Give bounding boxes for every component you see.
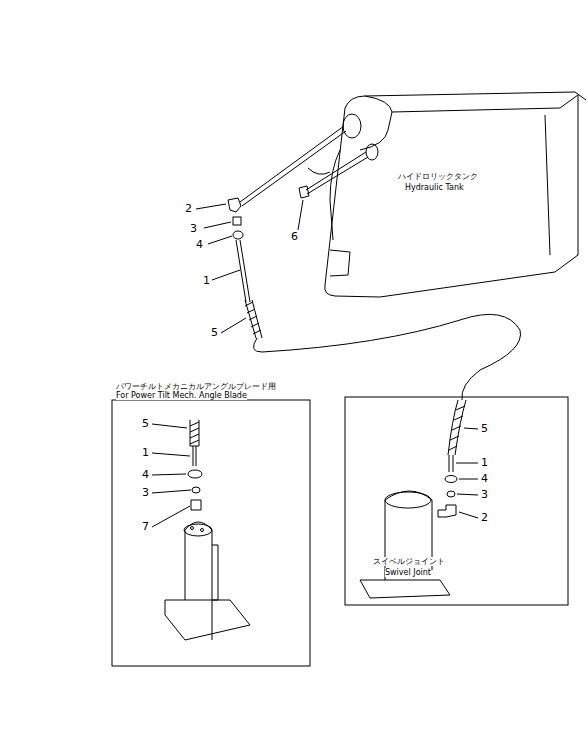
tank-pipe — [308, 168, 330, 174]
tank-bottom — [380, 95, 578, 297]
port — [201, 529, 204, 532]
swivel-body — [185, 522, 212, 640]
callout-number: 5 — [211, 327, 218, 338]
inset-heading: Swivel Joint — [385, 568, 431, 577]
swivel-base — [165, 545, 250, 640]
hose-wrap — [449, 406, 465, 450]
tank-bracket — [330, 250, 350, 276]
leader-lines — [456, 428, 478, 518]
pipe — [306, 152, 366, 190]
adapter-7 — [191, 500, 201, 510]
inset-heading: パワーチルトメカニカルアングルブレード用 — [116, 382, 276, 391]
tank-ridge — [360, 112, 392, 150]
callout-number: 3 — [190, 223, 197, 234]
pipe — [242, 131, 346, 206]
swivel-body — [385, 491, 432, 580]
callout-number: 2 — [185, 203, 192, 214]
callout-number: 5 — [481, 423, 488, 434]
callout-number: 7 — [142, 521, 149, 532]
callout-number: 4 — [196, 239, 203, 250]
nut-4 — [233, 231, 243, 239]
tank-side — [545, 115, 550, 255]
leader-lines — [196, 200, 303, 333]
tank-top-face — [365, 95, 578, 112]
swivel-top — [184, 524, 212, 536]
part-name: Hydraulic Tank — [405, 184, 464, 192]
callout-number: 3 — [142, 487, 149, 498]
port — [191, 527, 194, 530]
callout-number: 1 — [203, 275, 210, 286]
callout-number: 4 — [481, 473, 488, 484]
inset-border — [345, 397, 568, 605]
elbow-2 — [228, 198, 241, 212]
callout-number: 4 — [142, 469, 149, 480]
callout-number: 1 — [481, 457, 488, 468]
inset-panel: パワーチルトメカニカルアングルブレード用For Power Tilt Mech.… — [112, 380, 312, 400]
callout-number: 5 — [142, 418, 149, 429]
tank-edge — [330, 150, 340, 240]
pipe — [307, 157, 368, 194]
pipe — [240, 126, 344, 202]
ring-3 — [447, 491, 455, 497]
pipe-1 — [193, 446, 196, 466]
hose-5 — [448, 400, 466, 455]
swivel-base — [360, 580, 450, 598]
callout-number: 6 — [291, 231, 298, 242]
tank-left — [325, 108, 380, 297]
part-name: ハイドロリックタンク — [398, 173, 478, 181]
callout-number: 3 — [481, 489, 488, 500]
hose-5 — [245, 300, 262, 338]
fitting-6 — [299, 186, 309, 198]
tank-port — [343, 114, 361, 138]
hose-wrap — [190, 422, 199, 444]
nut-4 — [445, 476, 457, 483]
fitting-3 — [233, 217, 241, 225]
elbow-2 — [438, 505, 456, 517]
hose-5 — [190, 420, 199, 446]
leader-lines — [152, 424, 191, 527]
callout-number: 1 — [142, 447, 149, 458]
callout-number: 2 — [481, 512, 488, 523]
inset-heading: スイベルジョイント — [373, 557, 445, 566]
pipe-1 — [449, 455, 453, 472]
ring-3 — [192, 487, 200, 493]
inset-heading: For Power Tilt Mech. Angle Blade — [116, 391, 247, 400]
inset-border — [112, 400, 310, 666]
inset-panel: スイベルジョイント Swivel Joint — [345, 397, 568, 605]
nut-4 — [188, 470, 202, 478]
swivel-top — [385, 492, 431, 508]
hose-run — [253, 314, 520, 400]
hose-wrap — [245, 302, 261, 334]
